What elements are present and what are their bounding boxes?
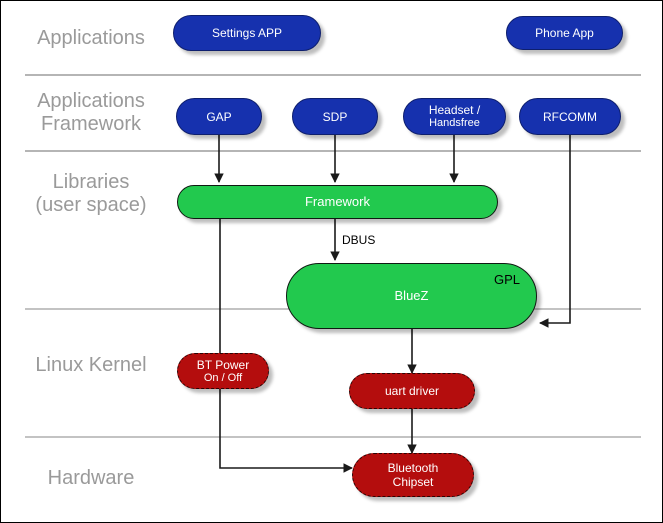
node-bt-power-label: BT Power (196, 357, 250, 372)
node-uart-driver[interactable]: uart driver (349, 373, 475, 409)
node-bluez-gpl-tag: GPL (493, 272, 520, 287)
layer-label-applications-framework: Applications Framework (37, 90, 145, 135)
layer-label-linux-kernel: Linux Kernel (35, 354, 147, 376)
node-phone-app-label: Phone App (535, 26, 594, 40)
node-sdp-label: SDP (322, 109, 348, 124)
node-bt-power-sublabel: On / Off (203, 371, 243, 384)
node-uart-driver-label: uart driver (384, 384, 440, 398)
node-rfcomm-label: RFCOMM (543, 109, 597, 124)
node-sdp[interactable]: SDP (292, 98, 378, 135)
node-framework-label: Framework (304, 194, 370, 209)
node-gap-label: GAP (206, 109, 232, 124)
node-rfcomm[interactable]: RFCOMM (519, 98, 621, 135)
layer-label-libraries: Libraries (user space) (35, 171, 147, 216)
node-headset-handsfree[interactable]: Headset / Handsfree (403, 98, 506, 135)
layer-label-applications: Applications (37, 27, 145, 49)
node-bluetooth-chipset[interactable]: Bluetooth Chipset (352, 453, 474, 497)
node-bluetooth-chipset-label: Bluetooth (387, 461, 439, 475)
node-bluez-label: BlueZ (394, 288, 429, 303)
node-bluez[interactable]: GPL BlueZ (286, 263, 537, 329)
node-headset-handsfree-sublabel: Handsfree (429, 117, 480, 129)
layer-label-hardware: Hardware (47, 467, 135, 489)
connector-rfcomm-bluez (539, 135, 571, 328)
connector-framework-chipset (219, 219, 353, 473)
node-settings-app[interactable]: Settings APP (173, 15, 321, 51)
node-framework[interactable]: Framework (177, 185, 498, 219)
edge-label-dbus: DBUS (342, 233, 376, 247)
node-bluetooth-chipset-sublabel: Chipset (392, 475, 434, 489)
node-bt-power[interactable]: BT Power On / Off (177, 353, 269, 389)
node-settings-app-label: Settings APP (211, 26, 283, 40)
node-headset-handsfree-label: Headset / (428, 103, 481, 117)
node-phone-app[interactable]: Phone App (506, 16, 623, 50)
node-gap[interactable]: GAP (176, 98, 262, 135)
